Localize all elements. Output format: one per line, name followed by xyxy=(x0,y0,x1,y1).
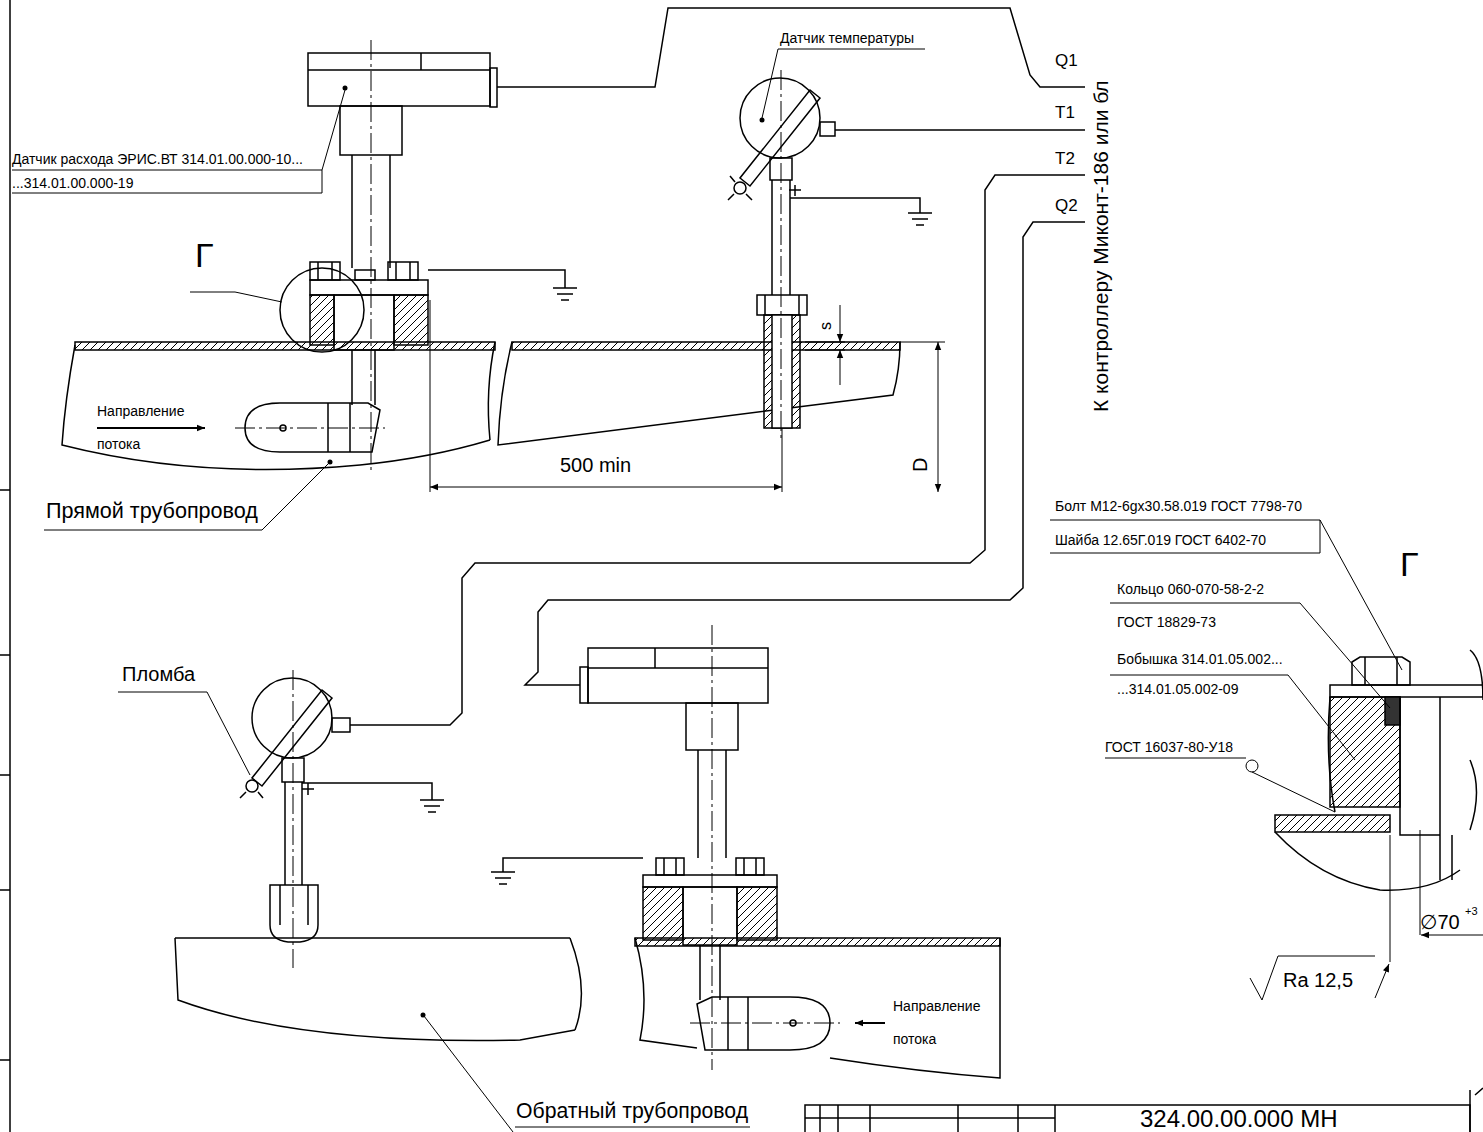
temperature-sensor-top xyxy=(728,70,835,440)
dimension-label: s xyxy=(818,322,834,330)
signal-name: T1 xyxy=(1055,104,1075,121)
signal-name: T2 xyxy=(1055,150,1075,167)
part-label: Бобышка 314.01.05.002... xyxy=(1117,652,1283,666)
flow-arrow xyxy=(855,1022,885,1024)
note-text: К контроллеру Миконт-186 или бл xyxy=(1090,80,1111,412)
roughness-label: Ra 12,5 xyxy=(1283,970,1353,990)
flow-label: потока xyxy=(97,437,140,451)
dimension-label: ∅70 xyxy=(1420,912,1460,932)
part-label: ГОСТ 18829-73 xyxy=(1117,615,1216,629)
signal-name: Q2 xyxy=(1055,197,1078,214)
detail-view xyxy=(1250,650,1483,1000)
dimension-lines xyxy=(430,300,945,492)
part-label: ...314.01.00.000-19 xyxy=(12,176,133,190)
flow-sensor-bottom xyxy=(580,625,840,1070)
title-block xyxy=(805,1088,1483,1132)
part-label: Датчик температуры xyxy=(780,31,914,45)
part-label: ГОСТ 16037-80-У18 xyxy=(1105,740,1233,754)
flow-sensor-top xyxy=(235,40,497,470)
leader-lines xyxy=(12,49,1402,1132)
return-pipe xyxy=(175,938,1000,1078)
signal-wires xyxy=(350,8,1085,725)
part-label: Прямой трубопровод xyxy=(46,500,258,522)
view-letter: Г xyxy=(195,238,213,272)
part-label: Кольцо 060-070-58-2-2 xyxy=(1117,582,1264,596)
part-label: Шайба 12.65Г.019 ГОСТ 6402-70 xyxy=(1055,533,1266,547)
dimension-label: 500 min xyxy=(560,455,631,475)
dimension-label: D xyxy=(910,458,930,472)
tolerance-label: +3 xyxy=(1465,906,1478,917)
part-label: Обратный трубопровод xyxy=(516,1100,748,1122)
flow-label: потока xyxy=(893,1032,936,1046)
part-label: Болт М12-6gх30.58.019 ГОСТ 7798-70 xyxy=(1055,499,1302,513)
flow-label: Направление xyxy=(893,999,980,1013)
sheet-frame xyxy=(0,0,10,1132)
temperature-sensor-bottom xyxy=(240,670,350,968)
signal-name: Q1 xyxy=(1055,52,1078,69)
ground-symbols xyxy=(302,198,932,884)
part-label: ...314.01.05.002-09 xyxy=(1117,682,1238,696)
part-label: Пломба xyxy=(122,664,195,684)
drawing-number: 324.00.00.000 МН xyxy=(1140,1107,1337,1131)
view-letter: Г xyxy=(1400,547,1418,581)
flow-label: Направление xyxy=(97,404,184,418)
flow-arrow xyxy=(97,427,205,429)
part-label: Датчик расхода ЭРИС.ВТ 314.01.00.000-10.… xyxy=(12,152,303,166)
